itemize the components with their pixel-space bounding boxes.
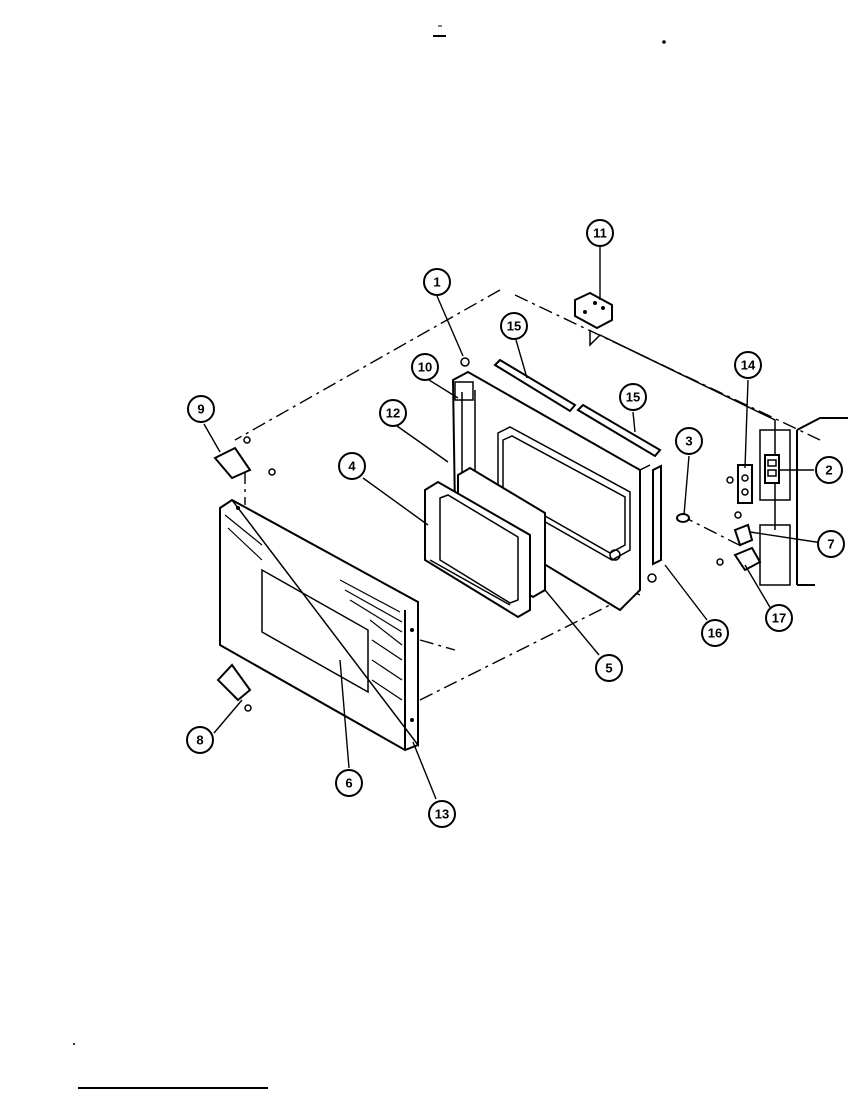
scan-marks bbox=[73, 25, 666, 1089]
callout-16: 16 bbox=[701, 619, 729, 647]
door-strip-part-16 bbox=[647, 464, 662, 583]
door-shading bbox=[224, 514, 403, 701]
callout-2: 2 bbox=[815, 456, 843, 484]
hinge-bracket-part-11 bbox=[574, 291, 613, 330]
leader-lines bbox=[203, 247, 830, 800]
door-seal-part-15 bbox=[493, 358, 662, 458]
latch-part-2 bbox=[764, 454, 780, 484]
callout-17: 17 bbox=[765, 604, 793, 632]
callout-15-right: 15 bbox=[619, 383, 647, 411]
callout-9-label: 9 bbox=[197, 402, 204, 417]
callout-7-label: 7 bbox=[827, 537, 834, 552]
window-frame-part-4 bbox=[424, 480, 531, 619]
callout-6-label: 6 bbox=[345, 776, 352, 791]
callout-2-label: 2 bbox=[825, 463, 832, 478]
callout-9: 9 bbox=[187, 395, 215, 423]
callout-14: 14 bbox=[734, 351, 762, 379]
screw-part-3 bbox=[676, 513, 690, 523]
callout-12-label: 12 bbox=[386, 406, 400, 421]
hinge-part-8 bbox=[216, 663, 252, 712]
callout-10: 10 bbox=[411, 353, 439, 381]
callout-13: 13 bbox=[428, 800, 456, 828]
callout-3: 3 bbox=[675, 427, 703, 455]
callout-8-label: 8 bbox=[196, 733, 203, 748]
callout-11-label: 11 bbox=[593, 226, 607, 241]
callout-15-right-label: 15 bbox=[626, 390, 640, 405]
callout-15-top: 15 bbox=[500, 312, 528, 340]
callout-14-label: 14 bbox=[741, 358, 756, 373]
callout-1-label: 1 bbox=[433, 275, 440, 290]
outer-door-part-13 bbox=[219, 498, 419, 752]
latch-part-14 bbox=[726, 464, 753, 504]
callout-15-top-label: 15 bbox=[507, 319, 521, 334]
callout-5: 5 bbox=[595, 654, 623, 682]
hinge-part-9 bbox=[213, 436, 276, 480]
screw-part-1 bbox=[460, 357, 470, 367]
callout-5-label: 5 bbox=[605, 661, 612, 676]
callout-16-label: 16 bbox=[708, 626, 722, 641]
callout-4-label: 4 bbox=[348, 459, 356, 474]
callout-10-label: 10 bbox=[418, 360, 432, 375]
hinge-part-17 bbox=[716, 546, 762, 572]
callout-17-label: 17 bbox=[772, 611, 786, 626]
callout-11: 11 bbox=[586, 219, 614, 247]
callout-8: 8 bbox=[186, 726, 214, 754]
callout-1: 1 bbox=[423, 268, 451, 296]
callout-7: 7 bbox=[817, 530, 845, 558]
callout-4: 4 bbox=[338, 452, 366, 480]
callout-12: 12 bbox=[379, 399, 407, 427]
callout-3-label: 3 bbox=[685, 434, 692, 449]
callout-6: 6 bbox=[335, 769, 363, 797]
hinge-part-7 bbox=[733, 511, 754, 547]
callout-13-label: 13 bbox=[435, 807, 449, 822]
